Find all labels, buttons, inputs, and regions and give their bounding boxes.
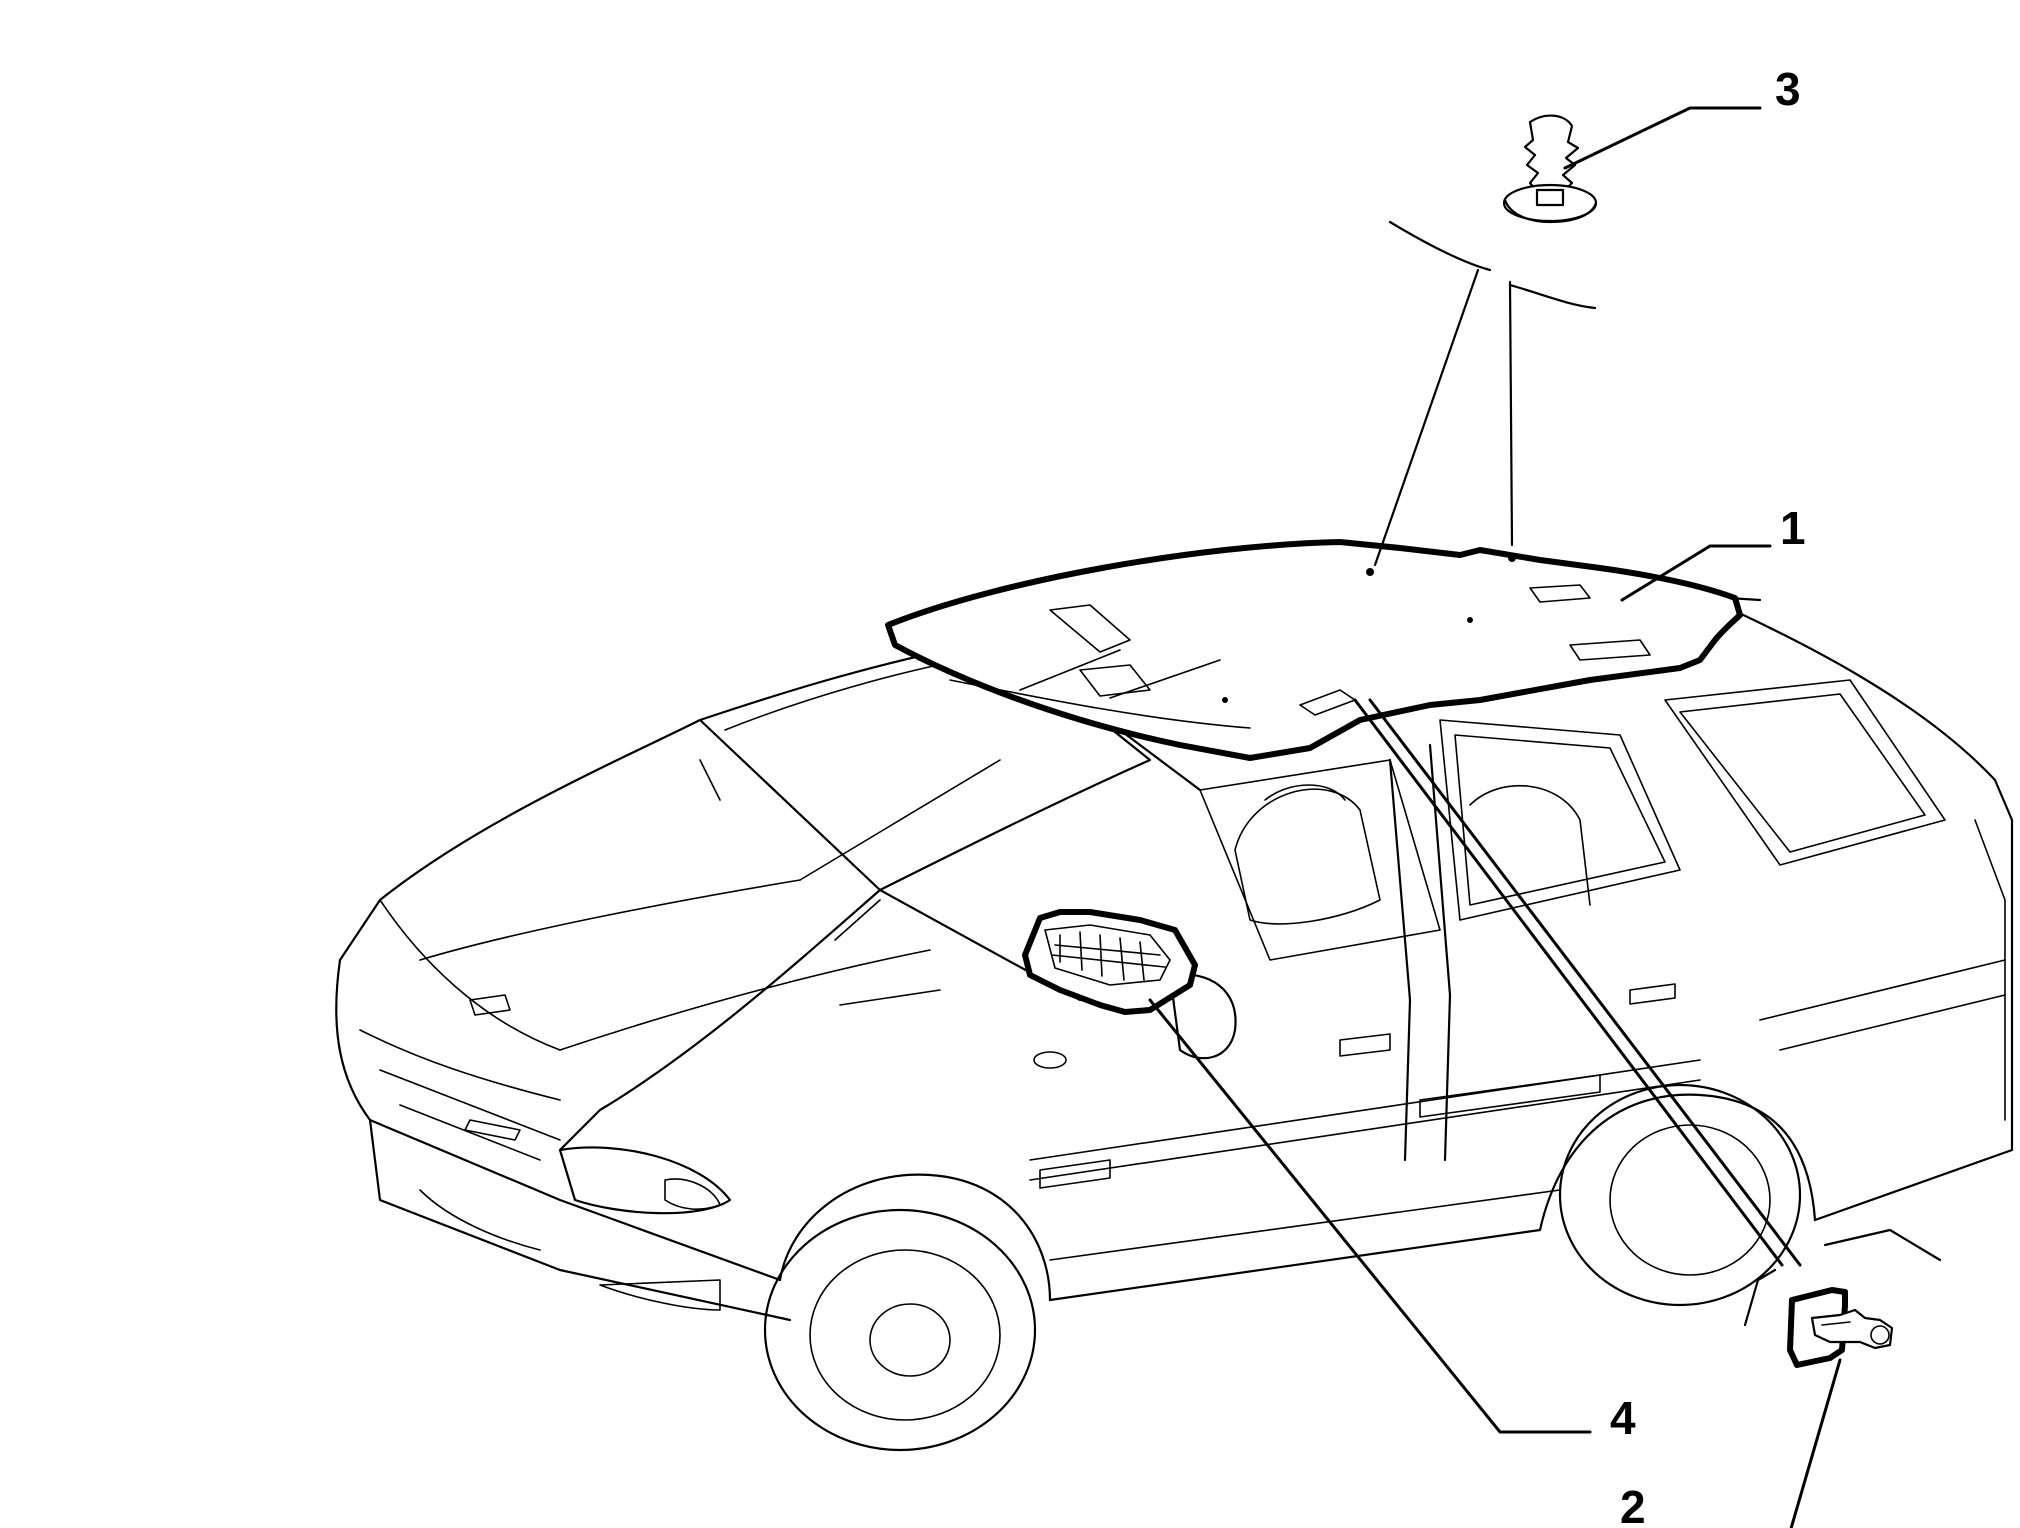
part-lamp-unit — [1022, 909, 1198, 1015]
part-headliner — [885, 539, 1743, 761]
callout-4: 4 — [1610, 1392, 1636, 1444]
car-body — [335, 585, 2014, 1452]
detail-lines — [1373, 220, 1942, 1327]
callout-1: 1 — [1780, 502, 1806, 554]
part-clip — [1502, 114, 1598, 224]
callout-2: 2 — [1620, 1481, 1646, 1528]
callout-3: 3 — [1775, 63, 1801, 115]
leader-lines — [1148, 106, 1842, 1528]
part-small-lamp — [1787, 1287, 1894, 1368]
